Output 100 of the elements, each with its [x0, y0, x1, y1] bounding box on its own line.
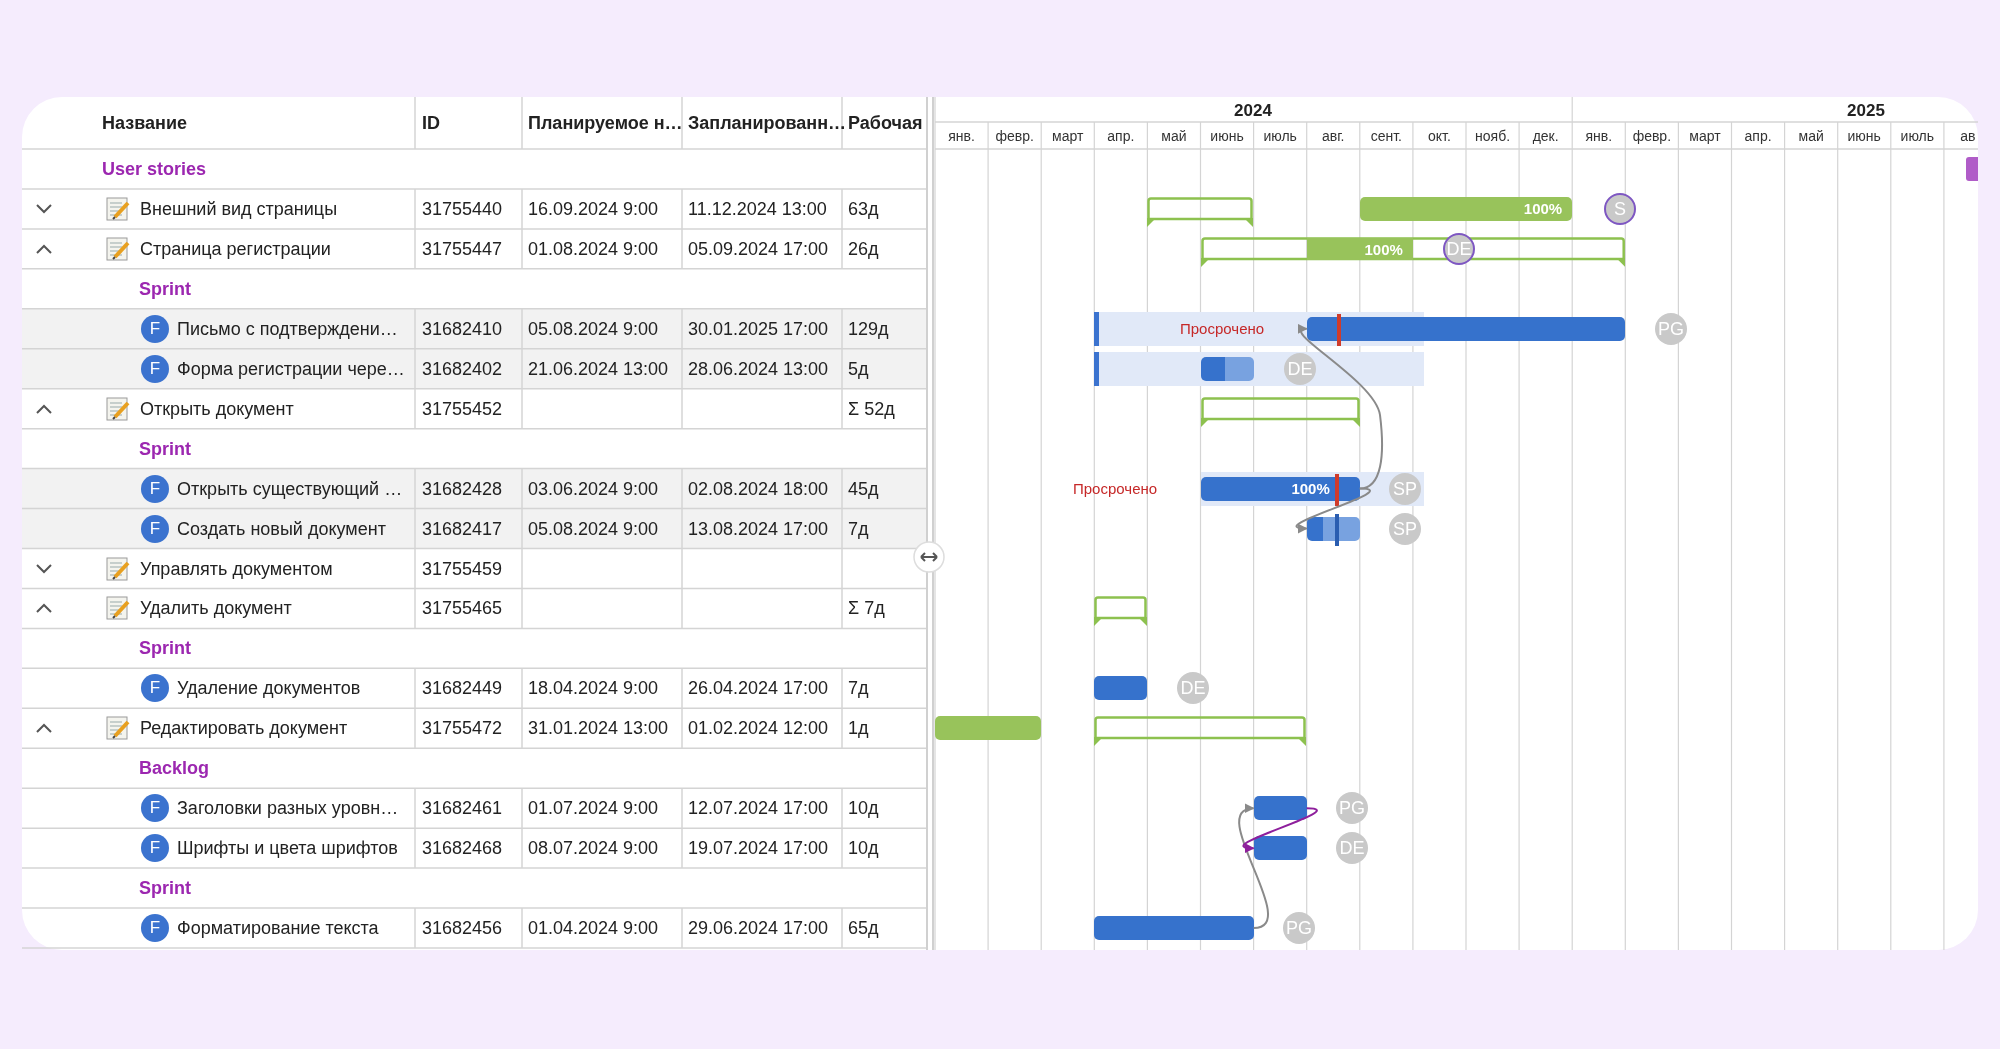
table-cell: 31682468 — [422, 837, 503, 860]
status-label: Просрочено — [1180, 319, 1265, 338]
task-name: Создать новый документ — [177, 517, 386, 540]
table-cell: 63д — [848, 197, 879, 220]
group-label: Sprint — [139, 637, 191, 660]
table-cell: 19.07.2024 17:00 — [688, 837, 829, 860]
month-label: май — [1160, 127, 1188, 145]
table-cell: 11.12.2024 13:00 — [688, 197, 827, 220]
table-cell: 08.07.2024 9:00 — [528, 837, 659, 860]
task-name: Страница регистрации — [140, 237, 331, 260]
table-cell: 01.04.2024 9:00 — [528, 917, 659, 940]
month-label: февр. — [1631, 127, 1673, 145]
task-name: Заголовки разных уровн… — [177, 797, 399, 820]
month-label: янв. — [947, 127, 976, 145]
summary-bracket — [1200, 396, 1360, 427]
table-cell: 45д — [848, 477, 879, 500]
table-cell: 31755465 — [422, 597, 503, 620]
table-cell: 31755472 — [422, 717, 503, 740]
table-cell: 1д — [848, 717, 869, 740]
column-header: Рабочая — [848, 112, 923, 134]
dependency-arrow — [1238, 805, 1269, 930]
task-bar — [1306, 316, 1626, 341]
group-label: Backlog — [139, 757, 210, 780]
table-cell: 02.08.2024 18:00 — [688, 477, 829, 500]
table-cell: 01.02.2024 12:00 — [688, 717, 829, 740]
group-label: Sprint — [139, 277, 191, 300]
table-cell: 30.01.2025 17:00 — [688, 317, 829, 340]
table-cell: 31755447 — [422, 237, 503, 260]
table-cell: 10д — [848, 837, 879, 860]
dependency-arrow — [1295, 487, 1371, 533]
month-label: нояб. — [1474, 127, 1512, 145]
month-label: янв. — [1584, 127, 1614, 145]
summary-bracket — [1147, 196, 1254, 227]
month-label: март — [1688, 127, 1722, 145]
table-cell: 31755440 — [422, 197, 503, 220]
table-cell: 31682410 — [422, 317, 503, 340]
table-cell: 28.06.2024 13:00 — [688, 357, 829, 380]
dependency-arrow — [1242, 807, 1318, 853]
status-label: Просрочено — [1073, 479, 1158, 498]
table-cell: 01.07.2024 9:00 — [528, 797, 659, 820]
table-cell: 7д — [848, 517, 869, 540]
task-name: Управлять документом — [140, 557, 333, 580]
table-cell: Σ 7д — [848, 597, 885, 620]
table-cell: 7д — [848, 677, 869, 700]
month-label: дек. — [1531, 127, 1560, 145]
task-name: Письмо с подтверждени… — [177, 317, 398, 340]
table-cell: 31755452 — [422, 397, 503, 420]
task-name: Шрифты и цвета шрифтов — [177, 837, 398, 860]
task-bar — [1094, 916, 1254, 941]
month-label: сент. — [1369, 127, 1403, 145]
column-header: Название — [102, 112, 187, 134]
table-cell: 05.08.2024 9:00 — [528, 317, 659, 340]
column-header: Планируемое н… — [528, 112, 683, 134]
month-label: июнь — [1846, 127, 1882, 145]
progress-bar: 100% — [1359, 196, 1573, 221]
task-name: Удалить документ — [140, 597, 292, 620]
table-cell: 31682417 — [422, 517, 503, 540]
month-label: апр. — [1743, 127, 1773, 145]
table-cell: 26.04.2024 17:00 — [688, 677, 829, 700]
summary-bracket — [1200, 236, 1626, 267]
task-name: Удаление документов — [177, 677, 361, 700]
table-cell: 31.01.2024 13:00 — [528, 717, 669, 740]
group-label: User stories — [102, 158, 207, 180]
table-cell: Σ 52д — [848, 397, 895, 420]
table-cell: 31682456 — [422, 917, 503, 940]
task-bar — [1094, 676, 1148, 701]
task-name: Открыть существующий … — [177, 477, 403, 500]
table-cell: 10д — [848, 797, 879, 820]
task-name: Открыть документ — [140, 397, 294, 420]
month-label: июнь — [1209, 127, 1245, 145]
table-cell: 26д — [848, 237, 879, 260]
table-cell: 21.06.2024 13:00 — [528, 357, 669, 380]
month-label: май — [1797, 127, 1825, 145]
table-cell: 01.08.2024 9:00 — [528, 237, 659, 260]
summary-bracket — [1094, 596, 1148, 627]
table-cell: 31682449 — [422, 677, 503, 700]
year-label: 2024 — [1233, 101, 1273, 121]
table-cell: 18.04.2024 9:00 — [528, 677, 659, 700]
task-name: Редактировать документ — [140, 717, 348, 740]
month-label: окт. — [1427, 127, 1452, 145]
summary-bracket — [1094, 716, 1307, 747]
table-cell: 12.07.2024 17:00 — [688, 797, 829, 820]
dependency-arrow — [1296, 325, 1384, 490]
table-cell: 129д — [848, 317, 889, 340]
table-cell: 13.08.2024 17:00 — [688, 517, 829, 540]
task-name: Внешний вид страницы — [140, 197, 338, 220]
table-cell: 65д — [848, 917, 879, 940]
table-cell: 05.08.2024 9:00 — [528, 517, 659, 540]
table-cell: 31682402 — [422, 357, 503, 380]
month-label: июль — [1262, 127, 1298, 145]
table-cell: 03.06.2024 9:00 — [528, 477, 659, 500]
month-label: февр. — [994, 127, 1035, 145]
month-label: апр. — [1106, 127, 1136, 145]
group-label: Sprint — [139, 437, 191, 460]
table-cell: 5д — [848, 357, 869, 380]
table-cell: 16.09.2024 9:00 — [528, 197, 659, 220]
month-label: март — [1051, 127, 1085, 145]
month-label: ав — [1959, 127, 1977, 145]
task-bar — [1966, 157, 1978, 181]
column-header: ID — [422, 112, 440, 134]
